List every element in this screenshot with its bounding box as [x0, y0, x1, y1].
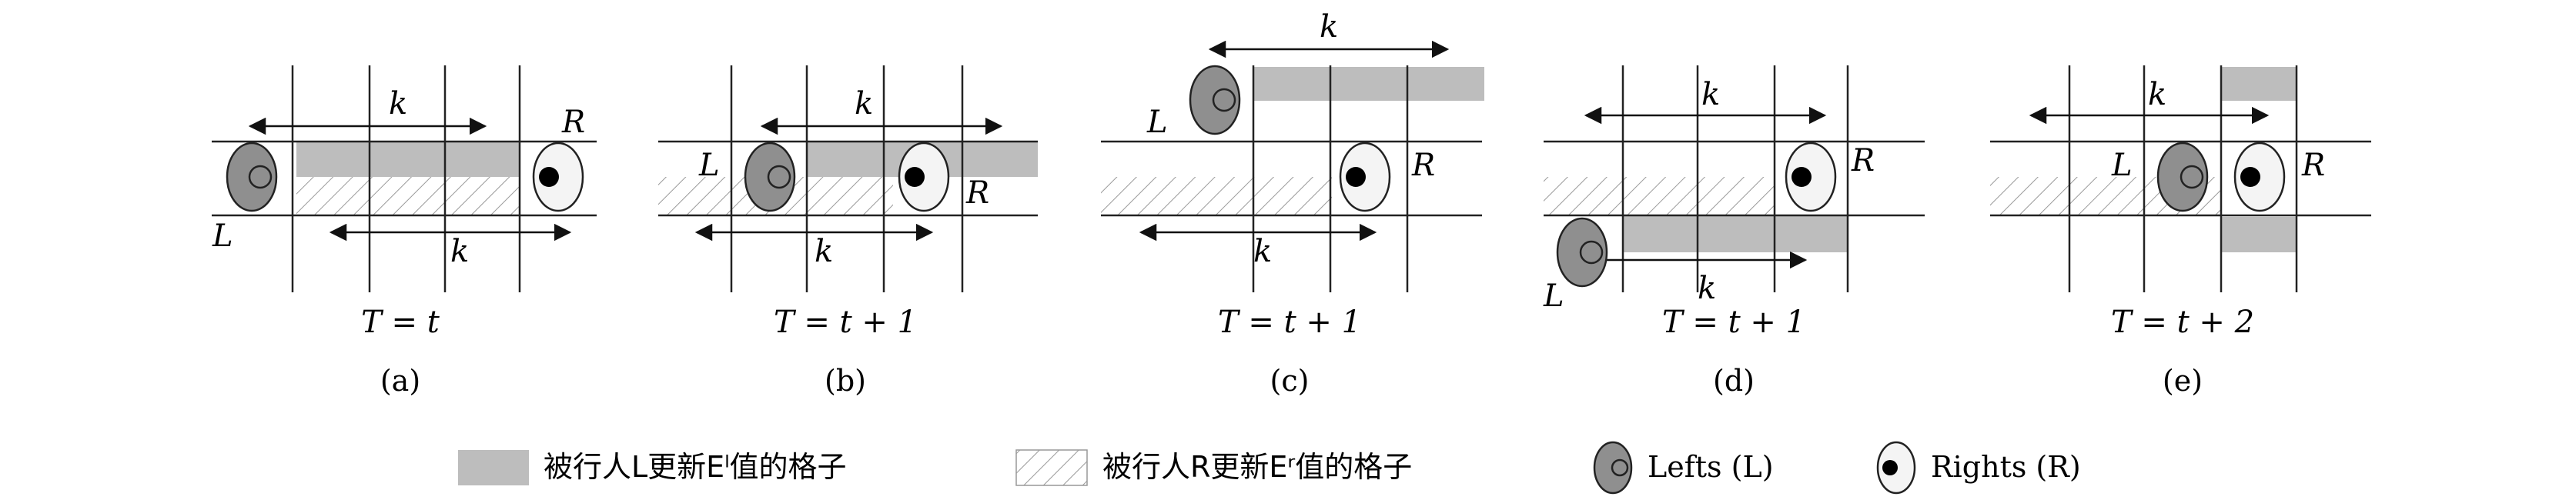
legend-hatch-swatch: [1015, 449, 1088, 486]
gray-cells: [1253, 67, 1484, 101]
legend-gray-label: 被行人L更新Eˡ值的格子: [544, 450, 847, 484]
left-pedestrian: [2156, 142, 2209, 212]
panel-label: (b): [825, 364, 866, 398]
L-label: L: [698, 148, 720, 183]
legend-rights-label: Rights (R): [1931, 450, 2081, 484]
gray-cells: [1623, 215, 1848, 252]
left-pedestrian: [1556, 217, 1608, 288]
R-label: R: [1851, 143, 1875, 178]
right-pedestrian: [532, 142, 584, 212]
k-label-bottom: k: [450, 234, 469, 269]
legend-lefts-label: Lefts (L): [1648, 450, 1774, 484]
right-pedestrian: [1785, 142, 1837, 212]
panel-c: k k L R T = t + 1 (c): [1101, 9, 1484, 398]
hatched-cells: [1544, 177, 1775, 215]
grid-lines: [658, 65, 1038, 292]
L-label: L: [1146, 105, 1168, 140]
panel-label: (d): [1713, 364, 1755, 398]
L-label: L: [2111, 148, 2133, 183]
k-label-bottom: k: [815, 234, 833, 269]
panel-caption: T = t + 1: [774, 305, 917, 340]
legend-gray-swatch: [458, 450, 529, 485]
panel-label: (a): [380, 364, 420, 398]
legend-hatch-label: 被行人R更新Eʳ值的格子: [1102, 450, 1412, 484]
legend-lefts-icon: [1593, 441, 1633, 495]
R-label: R: [965, 175, 989, 211]
k-label-top: k: [1701, 77, 1720, 112]
gray-cell-bottom: [2221, 217, 2297, 252]
panel-label: (c): [1270, 364, 1310, 398]
panel-label: (e): [2163, 364, 2203, 398]
k-label-top: k: [855, 86, 873, 122]
R-label: R: [561, 105, 585, 140]
hatched-cells: [296, 177, 520, 215]
panel-caption: T = t + 2: [2111, 305, 2254, 340]
panel-d: k k L R T = t + 1 (d): [1543, 65, 1925, 398]
left-pedestrian: [226, 142, 278, 212]
left-pedestrian: [1189, 65, 1241, 135]
k-label-bottom: k: [1253, 234, 1272, 269]
panel-caption: T = t + 1: [1218, 305, 1361, 340]
panel-a: k k L R T = t (a): [212, 65, 597, 398]
k-label-top: k: [1320, 9, 1338, 45]
right-pedestrian: [1339, 142, 1391, 212]
panel-caption: T = t + 1: [1662, 305, 1805, 340]
hatched-cells: [1101, 177, 1332, 215]
legend: 被行人L更新Eˡ值的格子 被行人R更新Eʳ值的格子 Lefts (L) Righ…: [458, 441, 2081, 495]
k-label-top: k: [389, 86, 407, 122]
grid-lines: [212, 65, 597, 292]
panel-b: k k L R T = t + 1 (b): [658, 65, 1038, 398]
gray-cell-top: [2221, 67, 2297, 101]
right-pedestrian: [898, 142, 950, 212]
panel-e: k L R T = t + 2 (e): [1990, 65, 2371, 398]
k-label-top: k: [2148, 77, 2166, 112]
grid-lines: [1101, 65, 1482, 292]
L-label: L: [1543, 278, 1564, 314]
right-pedestrian: [2233, 142, 2286, 212]
grid-lines: [1990, 65, 2371, 292]
R-label: R: [1411, 148, 1435, 183]
gray-cells: [296, 142, 520, 177]
panel-caption: T = t: [361, 305, 440, 340]
L-label: L: [212, 218, 233, 254]
legend-rights-icon: [1876, 441, 1916, 495]
k-label-bottom: k: [1698, 271, 1716, 306]
left-pedestrian: [744, 142, 796, 212]
R-label: R: [2301, 148, 2325, 183]
